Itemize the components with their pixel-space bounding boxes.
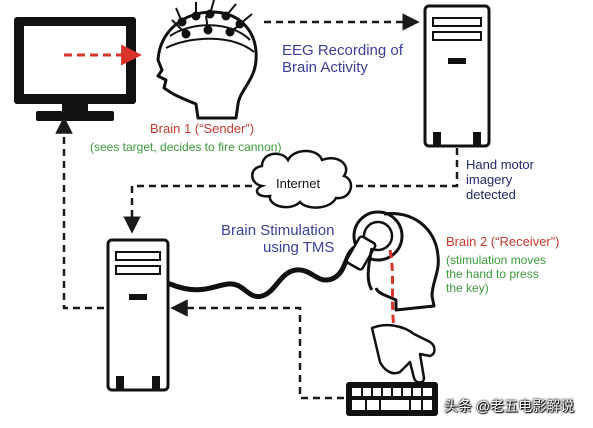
internet-label: Internet — [276, 176, 321, 191]
receiver-head-icon — [366, 211, 440, 312]
tms-coil-icon — [345, 210, 404, 271]
feedback-to-monitor-line — [55, 116, 104, 310]
tms-computer-icon — [106, 238, 170, 392]
hand-icon — [370, 323, 436, 384]
eeg-label-line1: EEG Recording of — [282, 42, 403, 59]
internet-link-line — [352, 148, 459, 188]
stim-label-line2: using TMS — [263, 239, 335, 257]
brain-stimulation-label: Brain Stimulation using TMS — [213, 222, 334, 257]
hand-motor-line1: Hand motor — [466, 157, 534, 172]
hand-motor-line3: detected — [466, 186, 516, 202]
brain2-desc-line2: the hand to press — [446, 266, 539, 281]
eeg-computer-icon — [423, 4, 491, 148]
brain1-title: Brain 1 (“Sender”) — [150, 121, 255, 136]
brain2-desc-line1: (stimulation moves — [446, 253, 547, 267]
brain2-description: (stimulation moves the hand to press the… — [446, 253, 547, 295]
brain1-description: (sees target, decides to fire cannon) — [90, 140, 282, 154]
keyboard-icon — [346, 382, 438, 416]
watermark: 头条 @老五电影解说 — [444, 398, 575, 414]
eeg-electrodes-icon — [171, 0, 253, 39]
brain2-title: Brain 2 (“Receiver”) — [446, 234, 560, 249]
tms-cable — [167, 243, 361, 300]
motor-signal-arrow — [383, 249, 404, 355]
internet-to-tms-line — [123, 184, 252, 234]
hand-motor-label: Hand motor imagery detected — [466, 157, 534, 203]
brain2-desc-line3: the key) — [446, 280, 489, 295]
key-press-feedback-line — [170, 299, 344, 400]
monitor-icon — [14, 17, 136, 121]
internet-cloud-icon — [251, 149, 353, 209]
eeg-label-line2: Brain Activity — [282, 59, 368, 77]
eeg-label: EEG Recording of Brain Activity — [282, 42, 403, 77]
stim-label-line1: Brain Stimulation — [221, 222, 335, 239]
hand-motor-line2: imagery — [466, 171, 513, 187]
